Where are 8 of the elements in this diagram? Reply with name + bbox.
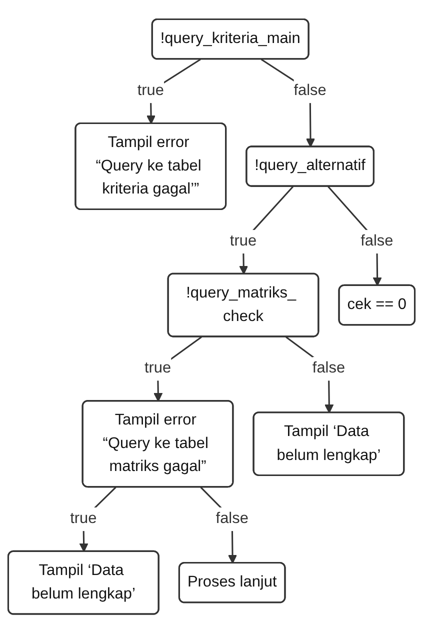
edge-label: false — [312, 359, 346, 377]
edge-label: true — [230, 232, 257, 250]
edge-label: false — [294, 82, 326, 100]
edge-label: true — [144, 359, 172, 377]
edge-label: true — [137, 82, 164, 100]
edge-label: false — [216, 510, 248, 528]
edge-label: false — [360, 232, 394, 250]
edge-label: true — [70, 510, 97, 528]
